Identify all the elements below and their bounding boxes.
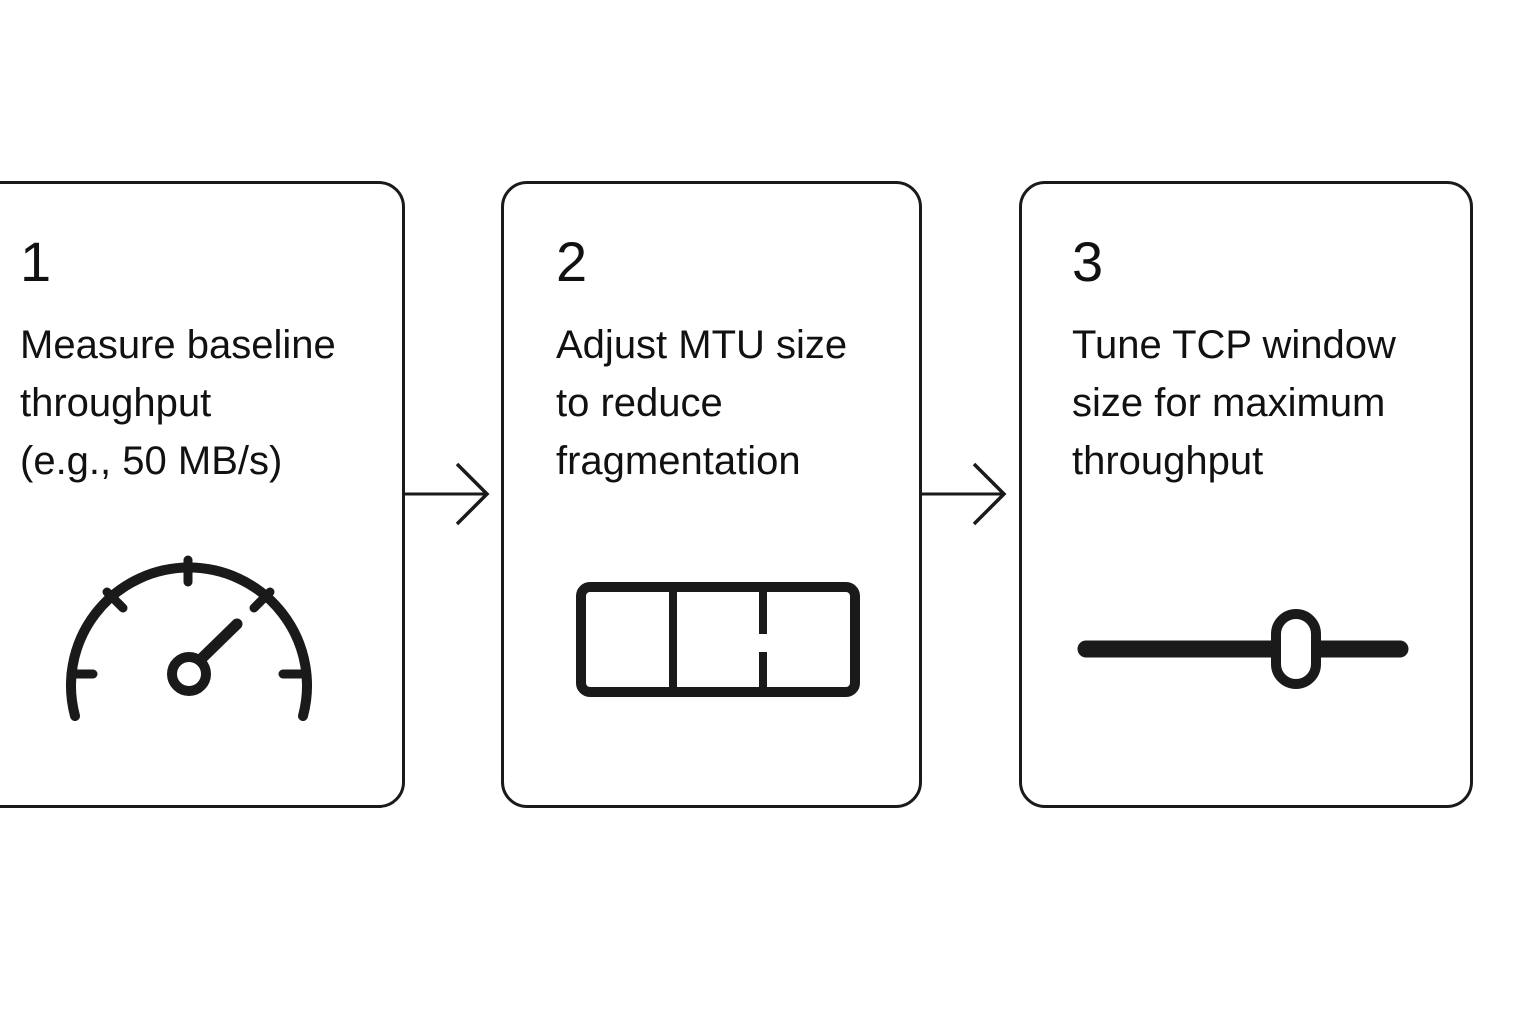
step-card-1: 1 Measure baseline throughput (e.g., 50 … <box>0 181 405 808</box>
step-description-line: size for maximum <box>1072 381 1386 425</box>
step-number: 3 <box>1072 230 1104 293</box>
step-description-line: (e.g., 50 MB/s) <box>20 439 283 483</box>
step-card-2: 2 Adjust MTU size to reduce fragmentatio… <box>501 181 922 808</box>
step-card-3: 3 Tune TCP window size for maximum throu… <box>1019 181 1473 808</box>
step-description-line: fragmentation <box>556 439 801 483</box>
step-description: Measure baseline throughput (e.g., 50 MB… <box>20 316 336 490</box>
slider-icon <box>1077 609 1409 689</box>
segmented-packet-icon <box>576 582 860 697</box>
step-description: Adjust MTU size to reduce fragmentation <box>556 316 847 490</box>
speedometer-icon <box>66 555 312 721</box>
step-description-line: Tune TCP window <box>1072 323 1396 367</box>
arrow-right-icon <box>922 462 1007 526</box>
step-description-line: throughput <box>1072 439 1264 483</box>
step-description: Tune TCP window size for maximum through… <box>1072 316 1396 490</box>
step-description-line: to reduce <box>556 381 723 425</box>
step-description-line: Adjust MTU size <box>556 323 848 367</box>
step-description-line: Measure baseline <box>20 323 336 367</box>
step-number: 2 <box>556 230 588 293</box>
step-number: 1 <box>20 230 52 293</box>
step-description-line: throughput <box>20 381 212 425</box>
arrow-right-icon <box>405 462 490 526</box>
